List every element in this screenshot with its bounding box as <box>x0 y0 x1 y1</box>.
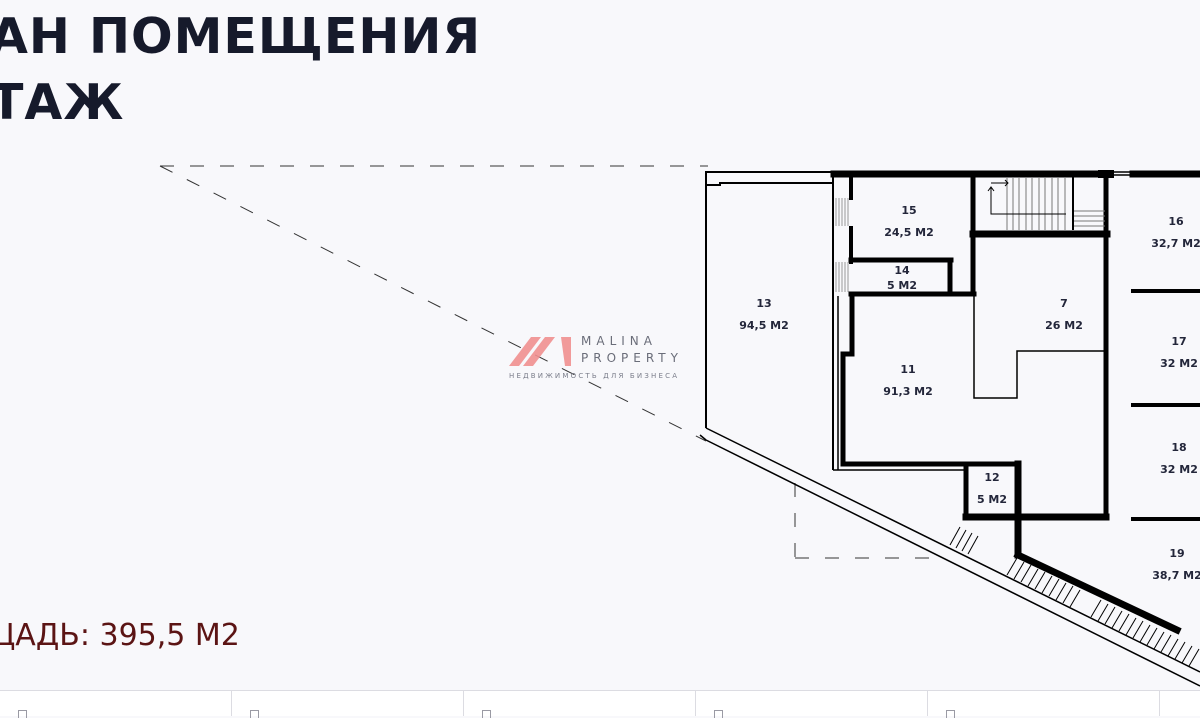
brand-name-line2: PROPERTY <box>581 351 683 365</box>
room-number: 11 <box>900 363 916 376</box>
document-icon <box>250 710 259 718</box>
stairs <box>1006 176 1105 230</box>
thumbnail-tab-4[interactable] <box>696 691 928 718</box>
bottom-thumbnail-bar <box>0 690 1200 718</box>
room-18-label: 18 32 М2 <box>1160 437 1198 481</box>
malina-property-watermark: MALINA PROPERTY НЕДВИЖИМОСТЬ ДЛЯ БИЗНЕСА <box>509 334 694 384</box>
room-12-label: 12 5 М2 <box>977 467 1007 511</box>
slanted-facade <box>699 427 1200 687</box>
room-number: 7 <box>1060 297 1068 310</box>
thumbnail-tab-3[interactable] <box>464 691 696 718</box>
room-area: 24,5 М2 <box>884 226 934 239</box>
page-title: АН ПОМЕЩЕНИЯ ТАЖ <box>0 4 481 136</box>
room-area: 5 М2 <box>976 493 1008 506</box>
thumbnail-tab-2[interactable] <box>232 691 464 718</box>
room-area: 38,7 М2 <box>1152 569 1200 582</box>
room-7-inner <box>833 294 1106 471</box>
room-13-outline <box>705 171 834 470</box>
room-area: 32 М2 <box>1160 463 1198 476</box>
room-number: 16 <box>1168 215 1184 228</box>
stair-arrows <box>987 179 1066 215</box>
room-area: 32,7 М2 <box>1151 237 1200 250</box>
room-15-label: 15 24,5 М2 <box>884 200 934 244</box>
room-number: 19 <box>1169 547 1185 560</box>
page-title-line-1: АН ПОМЕЩЕНИЯ <box>0 8 482 65</box>
room-area: 91,3 М2 <box>883 385 933 398</box>
room-14-label: 14 5 М2 <box>887 263 917 293</box>
document-icon <box>946 710 955 718</box>
brand-tagline: НЕДВИЖИМОСТЬ ДЛЯ БИЗНЕСА <box>509 372 680 380</box>
room-area: 94,5 М2 <box>739 319 789 332</box>
room-16-label: 16 32,7 М2 <box>1151 211 1200 255</box>
facade-steps <box>949 526 1200 667</box>
malina-logo-icon <box>509 337 571 366</box>
room-number: 18 <box>1171 441 1187 454</box>
room-7-label: 7 26 М2 <box>1045 293 1083 337</box>
room-area: 26 М2 <box>1045 319 1083 332</box>
thumbnail-tab-5[interactable] <box>928 691 1160 718</box>
dashed-outline <box>159 165 937 559</box>
room-area: 5 М2 <box>886 279 918 292</box>
document-icon <box>714 710 723 718</box>
room-17-label: 17 32 М2 <box>1160 331 1198 375</box>
room-number: 13 <box>756 297 772 310</box>
room-number: 14 <box>894 264 910 277</box>
brand-name-line1: MALINA <box>581 334 657 348</box>
room-19-label: 19 38,7 М2 <box>1152 543 1200 587</box>
document-icon <box>482 710 491 718</box>
document-icon <box>18 710 27 718</box>
room-number: 17 <box>1171 335 1187 348</box>
door-hatches <box>835 198 849 292</box>
page-title-line-2: ТАЖ <box>0 74 125 131</box>
room-area: 32 М2 <box>1160 357 1198 370</box>
floor-plan <box>159 165 1200 687</box>
thick-walls <box>830 170 1200 635</box>
room-13-label: 13 94,5 М2 <box>739 293 789 337</box>
thumbnail-tab-1[interactable] <box>0 691 232 718</box>
room-number: 15 <box>901 204 917 217</box>
room-number: 12 <box>984 471 1000 484</box>
room-11-label: 11 91,3 М2 <box>883 359 933 403</box>
total-area-label: ЦАДЬ: 395,5 М2 <box>0 618 240 653</box>
